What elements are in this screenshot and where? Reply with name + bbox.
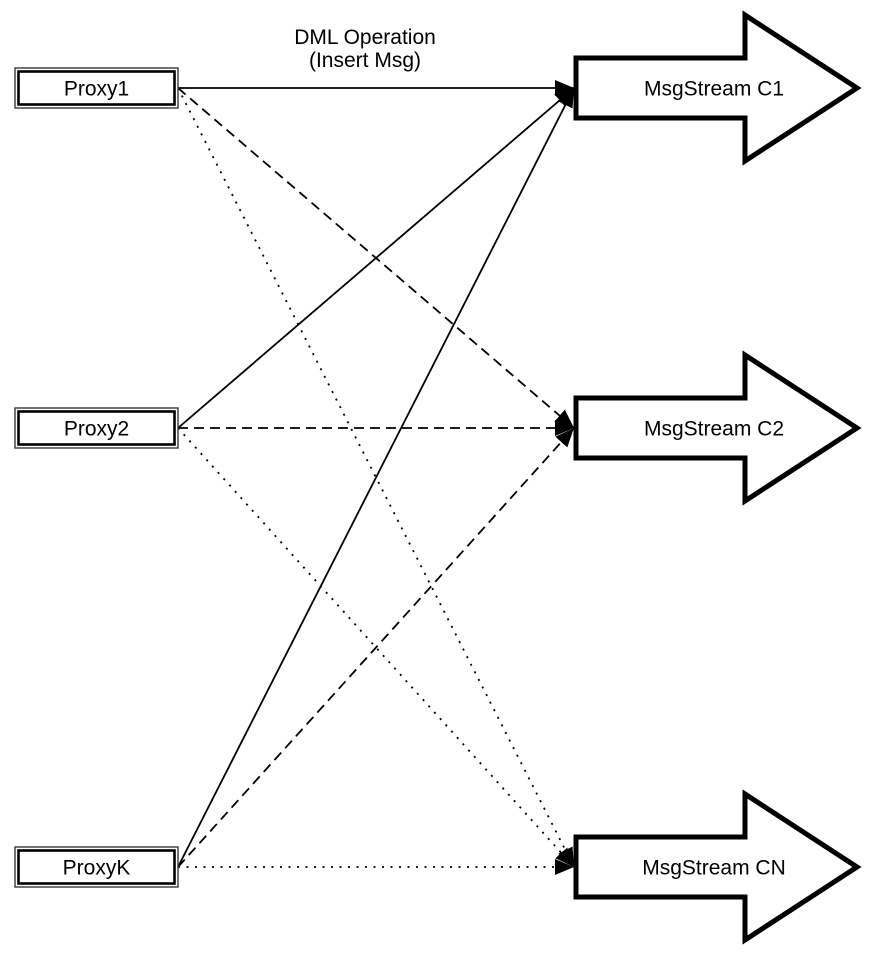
stream-node-c2: MsgStream C2: [573, 350, 862, 506]
stream-arrow-shape: [573, 789, 862, 945]
proxy-box-inner: [17, 410, 176, 446]
edge-proxyk-c1: [177, 87, 575, 868]
proxy-node-proxy2: Proxy2: [14, 407, 179, 449]
proxy-box-inner: [17, 849, 176, 885]
proxy-label: Proxy1: [64, 78, 129, 101]
stream-label: MsgStream C1: [644, 78, 784, 101]
proxy-label: Proxy2: [64, 418, 129, 441]
proxy-node-proxyk: ProxyK: [14, 846, 179, 888]
stream-node-cn: MsgStream CN: [573, 789, 862, 945]
proxy-box-inner: [17, 70, 176, 106]
proxy-label: ProxyK: [63, 857, 131, 880]
diagram-title-line1: DML Operation: [294, 26, 436, 49]
stream-label: MsgStream C2: [644, 418, 784, 441]
edge-proxyk-c2: [177, 427, 575, 868]
stream-label: MsgStream CN: [642, 857, 786, 880]
stream-node-c1: MsgStream C1: [573, 10, 862, 166]
stream-arrow-shape: [573, 10, 862, 166]
edges-layer: [177, 80, 575, 875]
edge-proxy1-cn: [177, 87, 575, 868]
stream-arrow-shape: [573, 350, 862, 506]
proxy-node-proxy1: Proxy1: [14, 67, 179, 109]
edge-proxy1-c2: [177, 87, 575, 429]
title-layer: DML Operation (Insert Msg): [294, 26, 436, 72]
diagram-title-line2: (Insert Msg): [309, 49, 421, 72]
